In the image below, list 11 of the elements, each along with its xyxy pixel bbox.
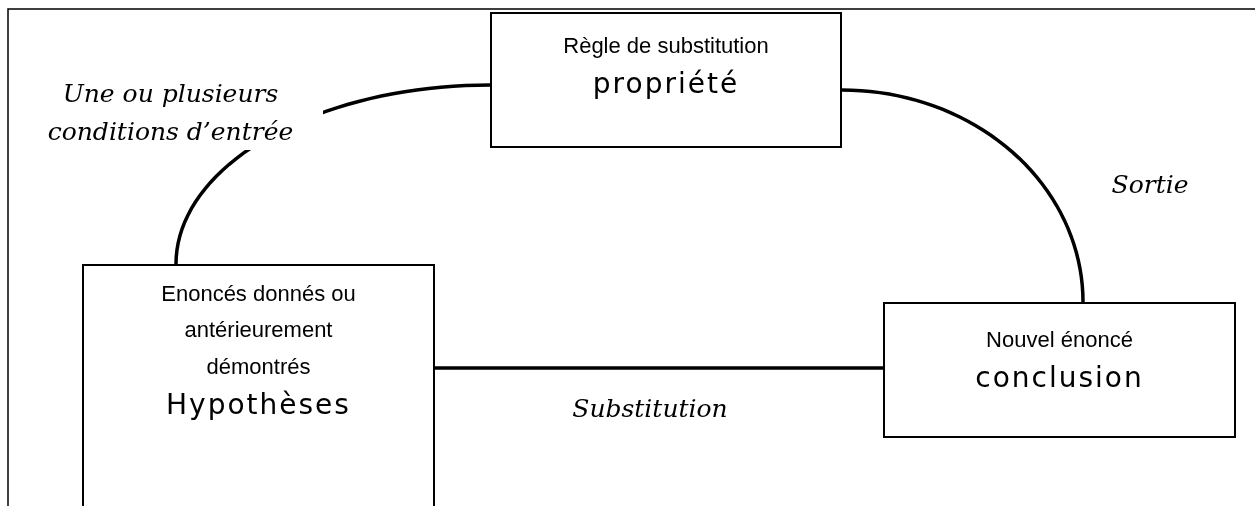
text-box [82,264,435,506]
box-text: Nouvel énoncé [985,326,1134,354]
connector-line [435,366,883,370]
box-keyword: propriété [591,66,741,103]
box-text: Règle de substitution [562,32,770,60]
text-box [490,12,842,148]
box-keyword: Hypothèses [165,386,352,423]
box-text: Enoncés donnés ou antérieurement démontrés [160,280,357,381]
text-box [883,302,1236,438]
connector-line [841,88,1085,303]
box-keyword: conclusion [974,360,1145,397]
